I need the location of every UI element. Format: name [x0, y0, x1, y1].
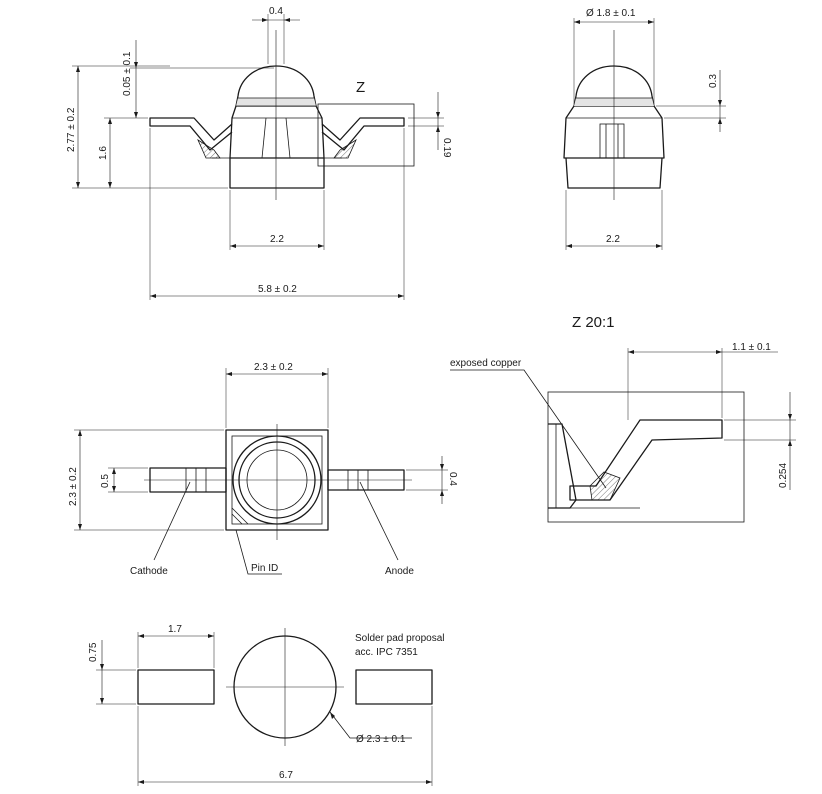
dim-lead-thickness: 0.19	[441, 138, 452, 158]
detail-frame	[547, 391, 745, 523]
dim-lens-diameter: Ø 1.8 ± 0.1	[586, 8, 636, 19]
solder-pad-view: Solder pad proposal acc. IPC 7351 1.7 0.…	[88, 624, 445, 786]
detail-lead	[569, 419, 723, 501]
dim-body-width-side: 2.2	[606, 234, 620, 245]
front-dimensions: 0.4 0.05 ± 0.1 2.77 ± 0.2 1.6 0.19	[66, 6, 452, 300]
dim-top-body-width: 2.3 ± 0.2	[254, 362, 293, 373]
label-pin-id: Pin ID	[251, 563, 278, 574]
front-left-lead	[149, 117, 233, 151]
detail-z-label: Z	[356, 79, 365, 96]
pad-note-line1: Solder pad proposal	[355, 633, 445, 644]
detail-z-box	[317, 103, 415, 167]
detail-title: Z 20:1	[572, 314, 615, 331]
dim-lens-step: 0.3	[708, 74, 719, 88]
dim-lead-width-left: 0.5	[100, 474, 111, 488]
dim-lens-width: 0.4	[269, 6, 283, 17]
front-housing	[229, 105, 325, 159]
dim-pad-height: 0.75	[88, 642, 99, 662]
front-right-lead	[321, 117, 405, 151]
dim-lead-width-right: 0.4	[447, 472, 458, 486]
dim-top-body-height: 2.3 ± 0.2	[68, 467, 79, 506]
pad-note-line2: acc. IPC 7351	[355, 647, 418, 658]
side-dimensions: Ø 1.8 ± 0.1 0.3 2.2	[565, 8, 726, 250]
dim-overall-length: 5.8 ± 0.2	[258, 284, 297, 295]
dim-detail-thickness: 0.254	[778, 463, 789, 488]
dim-lens-offset: 0.05 ± 0.1	[122, 51, 133, 96]
top-view: Cathode Pin ID Anode	[130, 424, 414, 577]
dim-pad-span: 6.7	[279, 770, 293, 781]
label-exposed-copper: exposed copper	[450, 358, 522, 369]
side-view	[563, 30, 665, 200]
detail-view: Z 20:1 exposed copper 1.1 ± 0.1 0.254	[450, 314, 796, 523]
label-anode: Anode	[385, 566, 414, 577]
top-dimensions: 2.3 ± 0.2 2.3 ± 0.2 0.5 0.4	[68, 362, 458, 531]
dim-pad-length: 1.7	[168, 624, 182, 635]
pad-left	[137, 669, 215, 705]
dim-pad-circle: Ø 2.3 ± 0.1	[356, 734, 406, 745]
front-view: Z	[149, 30, 415, 200]
label-cathode: Cathode	[130, 566, 168, 577]
front-base	[229, 158, 325, 189]
dim-body-width-front: 2.2	[270, 234, 284, 245]
pad-right	[355, 669, 433, 705]
dim-lead-height: 1.6	[98, 146, 109, 160]
dim-total-height: 2.77 ± 0.2	[66, 107, 77, 152]
dim-detail-lead-length: 1.1 ± 0.1	[732, 342, 771, 353]
